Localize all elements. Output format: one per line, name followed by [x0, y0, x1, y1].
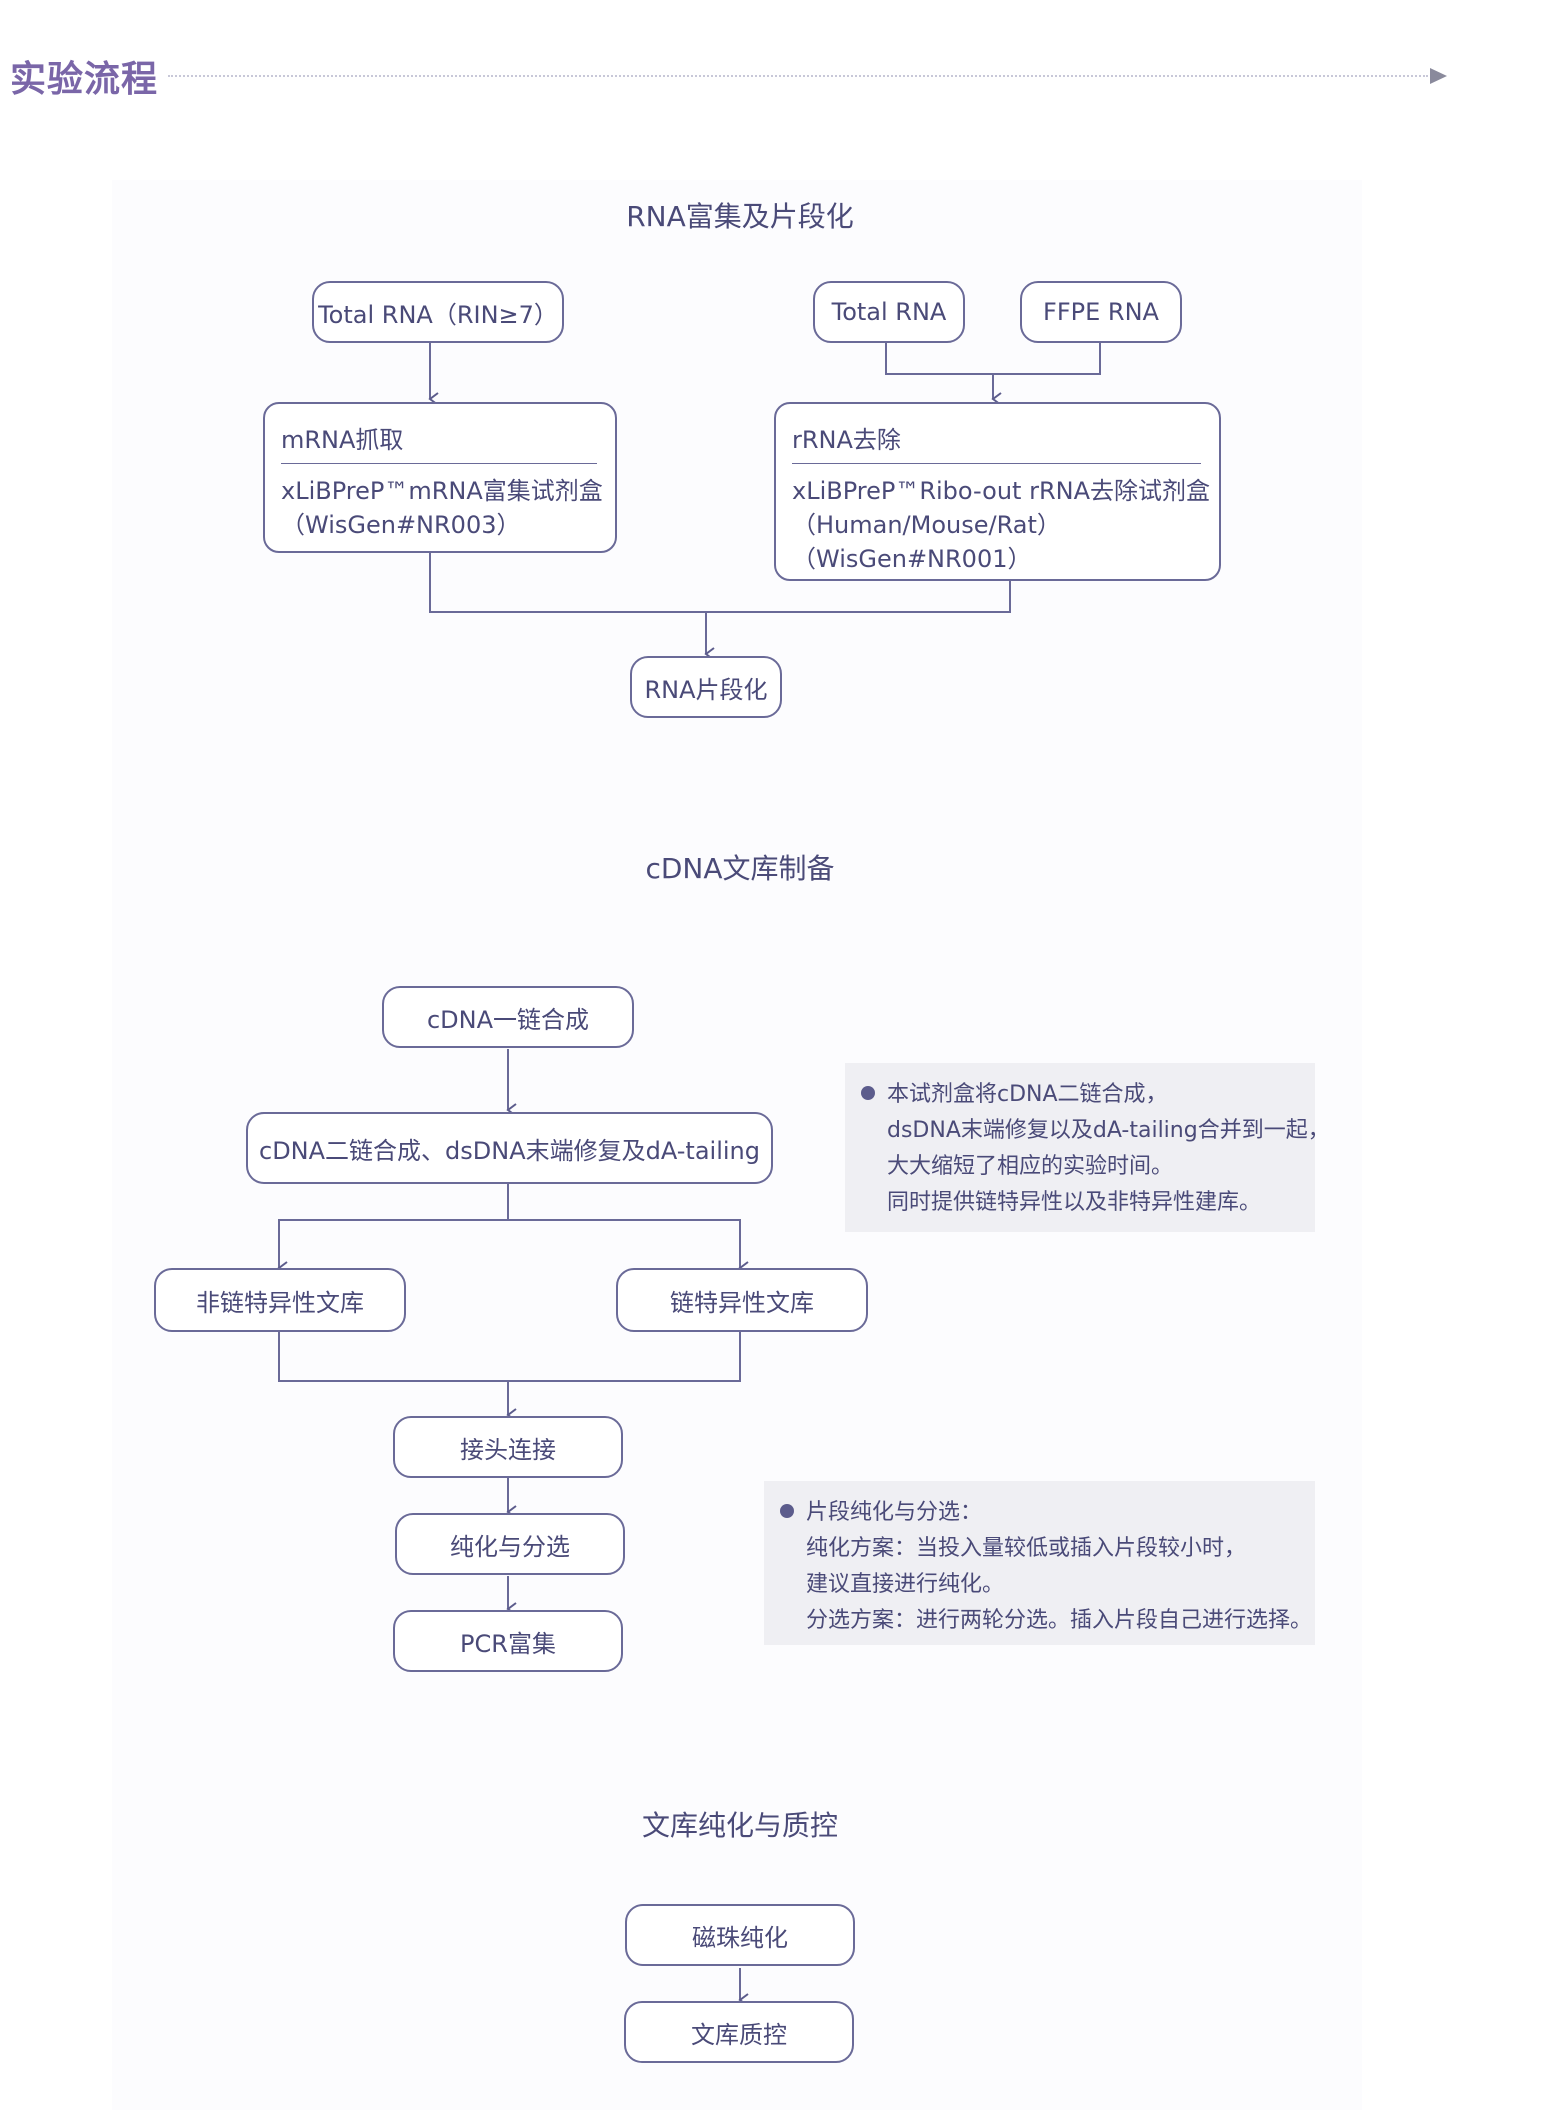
node-total-rna: Total RNA — [813, 281, 965, 343]
section-title-rna-enrichment: RNA富集及片段化 — [626, 200, 854, 233]
rrna-kit-species: （Human/Mouse/Rat） — [792, 511, 1061, 539]
node-first-strand: cDNA一链合成 — [382, 986, 634, 1048]
rrna-kit-name: xLiBPreP™Ribo-out rRNA去除试剂盒 — [792, 477, 1210, 505]
node-adapter-ligation: 接头连接 — [393, 1416, 623, 1478]
mrna-kit-name: xLiBPreP™mRNA富集试剂盒 — [281, 477, 603, 505]
note-kit-features-line: dsDNA末端修复以及dA-tailing合并到一起， — [887, 1118, 1330, 1143]
note-purify-select-line: 分选方案：进行两轮分选。插入片段自己进行选择。 — [806, 1608, 1313, 1633]
mrna-kit-code: （WisGen#NR003） — [281, 511, 521, 539]
node-rna-fragmentation: RNA片段化 — [630, 656, 782, 718]
node-mrna-capture: mRNA抓取 xLiBPreP™mRNA富集试剂盒 （WisGen#NR003） — [263, 402, 617, 553]
connector-split — [278, 1183, 509, 1267]
node-bead-purification: 磁珠纯化 — [625, 1904, 855, 1966]
note-kit-features-line: 同时提供链特异性以及非特异性建库。 — [887, 1190, 1262, 1215]
section-title-cdna-library: cDNA文库制备 — [645, 852, 835, 885]
node-ffpe-rna: FFPE RNA — [1020, 281, 1182, 343]
node-total-rna-rin: Total RNA（RIN≥7） — [312, 281, 564, 343]
node-purify-select: 纯化与分选 — [395, 1513, 625, 1575]
page-title: 实验流程 — [10, 59, 159, 100]
rrna-removal-heading: rRNA去除 — [792, 420, 1201, 464]
note-kit-features-line: 大大缩短了相应的实验时间。 — [887, 1154, 1174, 1179]
connector-total-ffpe-merge — [885, 341, 1101, 375]
mrna-capture-heading: mRNA抓取 — [281, 420, 597, 464]
node-non-stranded-library: 非链特异性文库 — [154, 1268, 406, 1332]
connector-split-right — [508, 1219, 741, 1267]
note-purify-select: 片段纯化与分选： 纯化方案：当投入量较低或插入片段较小时， 建议直接进行纯化。 … — [764, 1481, 1315, 1645]
note-purify-select-line: 片段纯化与分选： — [780, 1495, 1305, 1531]
note-purify-select-line: 建议直接进行纯化。 — [806, 1572, 1005, 1597]
node-rrna-removal: rRNA去除 xLiBPreP™Ribo-out rRNA去除试剂盒 （Huma… — [774, 402, 1221, 581]
connector-to-fragment — [429, 551, 1011, 613]
bullet-icon — [861, 1086, 875, 1100]
note-purify-select-line: 纯化方案：当投入量较低或插入片段较小时， — [806, 1536, 1247, 1561]
section-title-library-qc: 文库纯化与质控 — [641, 1809, 838, 1842]
note-kit-features: 本试剂盒将cDNA二链合成， dsDNA末端修复以及dA-tailing合并到一… — [845, 1063, 1330, 1232]
rrna-kit-code: （WisGen#NR001） — [792, 545, 1032, 573]
bullet-icon — [780, 1504, 794, 1518]
header-arrow-icon — [1430, 68, 1447, 84]
node-library-qc: 文库质控 — [624, 2001, 854, 2063]
node-stranded-library: 链特异性文库 — [616, 1268, 868, 1332]
node-second-strand: cDNA二链合成、dsDNA末端修复及dA-tailing — [246, 1112, 773, 1184]
header-divider — [168, 75, 1428, 77]
connector-join — [278, 1332, 741, 1382]
node-pcr-enrichment: PCR富集 — [393, 1610, 623, 1672]
note-kit-features-line: 本试剂盒将cDNA二链合成， — [861, 1077, 1305, 1113]
